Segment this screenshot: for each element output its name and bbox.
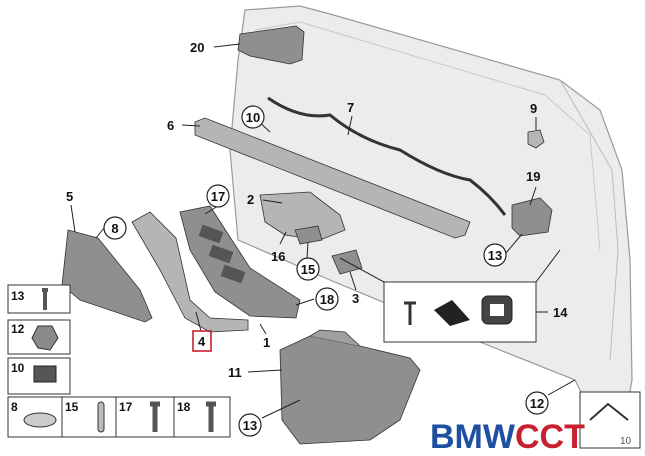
legend-label: 15 bbox=[65, 400, 79, 414]
screw-icon bbox=[404, 301, 416, 325]
legend-label: 12 bbox=[11, 322, 25, 336]
door-frame-edge bbox=[559, 79, 619, 361]
part-20-window-trim bbox=[237, 25, 305, 65]
callout-9: 9 bbox=[530, 101, 537, 116]
callout-17: 17 bbox=[211, 189, 225, 204]
part-9-clip bbox=[527, 129, 545, 149]
part-6-trim-strip bbox=[194, 117, 471, 239]
legend-label: 17 bbox=[119, 400, 133, 414]
part-11-door-pocket bbox=[279, 335, 421, 445]
callout-20: 20 bbox=[190, 40, 204, 55]
part-7-wiring-harness bbox=[267, 96, 507, 216]
nut-icon bbox=[31, 325, 59, 351]
callout-6: 6 bbox=[167, 118, 174, 133]
washer-icon bbox=[23, 412, 57, 428]
window-switch bbox=[208, 244, 234, 264]
callout-10: 10 bbox=[246, 110, 260, 125]
callout-11: 11 bbox=[228, 365, 242, 380]
legend-label: 13 bbox=[11, 289, 25, 303]
arrow-icon bbox=[589, 402, 629, 421]
door-inner-edge bbox=[254, 21, 601, 251]
callout-1: 1 bbox=[263, 335, 270, 350]
legend-label: 18 bbox=[177, 400, 191, 414]
callout-18: 18 bbox=[320, 292, 334, 307]
callout-2: 2 bbox=[247, 192, 254, 207]
part-2-inner-handle bbox=[259, 191, 346, 241]
clip-nut-icon bbox=[33, 365, 57, 383]
callout-8: 8 bbox=[111, 221, 118, 236]
callout-15: 15 bbox=[301, 262, 315, 277]
callout-16: 16 bbox=[271, 249, 285, 264]
bolt-icon bbox=[150, 401, 160, 432]
watermark-cct: CCT bbox=[515, 418, 585, 456]
highlight-box bbox=[192, 330, 212, 352]
part-15-clip bbox=[294, 225, 323, 245]
part-5-trim-cover bbox=[61, 229, 153, 323]
callout-13: 13 bbox=[488, 248, 502, 263]
callout-7: 7 bbox=[347, 100, 354, 115]
callout-3: 3 bbox=[352, 291, 359, 306]
watermark-bmw: BMW bbox=[430, 418, 516, 456]
callout-14: 14 bbox=[553, 305, 568, 320]
pin-icon bbox=[97, 401, 105, 433]
watermark-logo: BMWCCT bbox=[430, 418, 585, 456]
legend-table bbox=[7, 284, 231, 438]
callouts: 20 7 6 10 9 19 5 8 17 2 16 15 13 3 14 18… bbox=[66, 40, 568, 437]
pocket-top bbox=[309, 329, 361, 347]
callout-13: 13 bbox=[243, 418, 257, 433]
callout-12: 12 bbox=[530, 396, 544, 411]
legend-label: 10 bbox=[11, 361, 25, 375]
callout-19: 19 bbox=[526, 169, 540, 184]
bolt-icon bbox=[206, 401, 216, 432]
part-4-armrest-strip bbox=[131, 211, 249, 333]
callout-5: 5 bbox=[66, 189, 73, 204]
legend-label: 8 bbox=[11, 400, 18, 414]
window-switch bbox=[198, 224, 224, 244]
callout-4: 4 bbox=[198, 334, 206, 349]
window-switch bbox=[220, 264, 246, 284]
part-19-handle-housing bbox=[511, 197, 553, 237]
screw-icon bbox=[42, 288, 48, 310]
corner-code: 10 bbox=[620, 436, 632, 447]
legend-labels: 13 12 10 8 15 17 18 bbox=[11, 289, 191, 414]
clip-icon bbox=[434, 300, 470, 326]
